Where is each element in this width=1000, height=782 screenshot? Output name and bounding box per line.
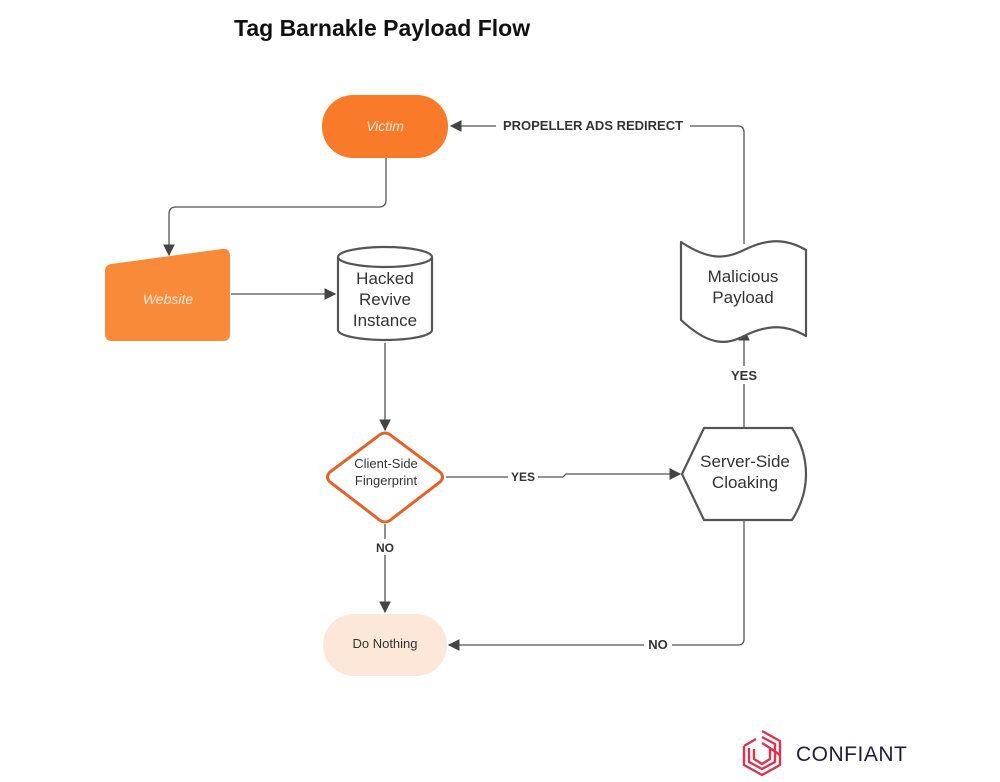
edge-label-cloaking-no: NO [648, 637, 668, 652]
diagram-title: Tag Barnakle Payload Flow [234, 15, 530, 41]
fingerprint-label-line-1: Client-Side [354, 456, 418, 471]
confiant-logo-text: CONFIANT [796, 743, 907, 766]
revive-label-line-3: Instance [353, 311, 417, 330]
database-body [336, 257, 434, 342]
cloaking-label-line-2: Cloaking [712, 473, 778, 492]
node-malicious-payload[interactable]: Malicious Payload [679, 240, 808, 343]
edge-label-fingerprint-no: NO [376, 541, 394, 555]
node-victim[interactable]: Victim [322, 95, 448, 158]
victim-label: Victim [366, 118, 404, 134]
edge-payload-to-victim [449, 120, 745, 244]
victim-shape [322, 95, 448, 158]
node-client-side-fingerprint[interactable]: Client-Side Fingerprint [326, 431, 444, 524]
database-top [336, 245, 434, 269]
edge-cloaking-to-do-nothing [447, 521, 745, 651]
confiant-logo: CONFIANT [742, 729, 907, 777]
edge-victim-to-website [163, 158, 387, 257]
confiant-hexagon-icon [742, 729, 782, 777]
node-hacked-revive-instance[interactable]: Hacked Revive Instance [336, 245, 434, 342]
do-nothing-label: Do Nothing [352, 636, 417, 651]
edge-label-bg [374, 539, 398, 555]
edge-label-bg [496, 116, 690, 136]
display-shape [680, 426, 808, 522]
node-website[interactable]: Website [105, 248, 230, 341]
payload-label-line-2: Payload [712, 288, 773, 307]
do-nothing-shape [323, 614, 447, 676]
edge-label-bg [644, 636, 672, 654]
document-shape [679, 240, 808, 343]
cloaking-label-line-1: Server-Side [700, 452, 790, 471]
edge-label-redirect: PROPELLER ADS REDIRECT [503, 118, 683, 133]
edge-label-fingerprint-yes: YES [511, 470, 535, 484]
decision-shape [326, 431, 444, 524]
website-label: Website [143, 291, 194, 307]
payload-label-line-1: Malicious [708, 267, 779, 286]
revive-label-line-1: Hacked [356, 269, 414, 288]
node-server-side-cloaking[interactable]: Server-Side Cloaking [680, 426, 808, 522]
fingerprint-label-line-2: Fingerprint [355, 473, 418, 488]
edge-fingerprint-to-cloaking [446, 468, 682, 480]
edge-label-cloaking-yes: YES [731, 368, 757, 383]
website-shape [105, 248, 230, 341]
edge-label-bg [728, 366, 760, 384]
revive-label-line-2: Revive [359, 290, 411, 309]
node-do-nothing[interactable]: Do Nothing [323, 614, 447, 676]
edge-label-bg [508, 468, 538, 484]
